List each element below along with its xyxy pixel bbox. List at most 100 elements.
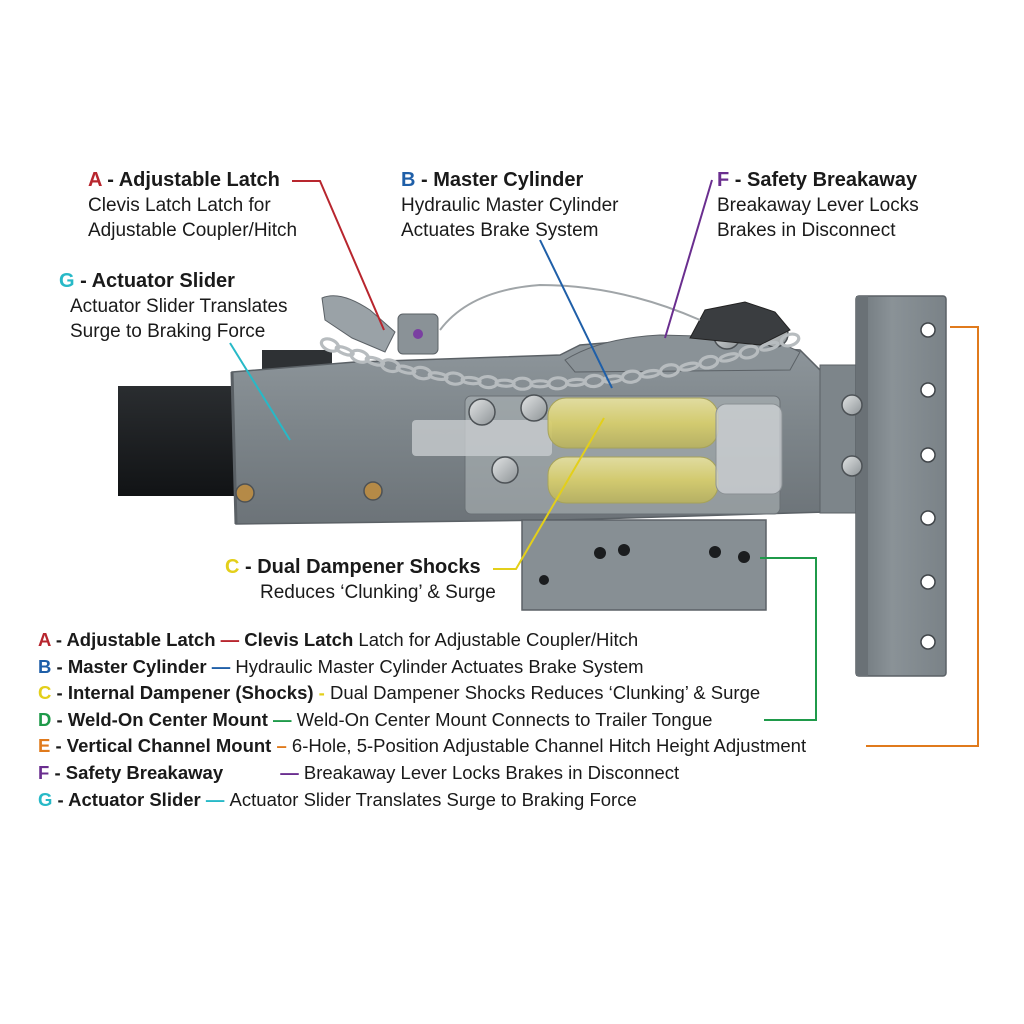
legend-dash-d: — <box>267 708 297 730</box>
callout-b-line-1: Hydraulic Master Cylinder <box>401 195 619 216</box>
callout-f-title: - Safety Breakaway <box>729 169 918 191</box>
legend-letter-d: D <box>38 708 52 730</box>
legend-dash-g: — <box>200 788 230 810</box>
chain-link <box>349 348 370 364</box>
mount-hole <box>709 546 721 558</box>
legend: A - Adjustable Latch — Clevis Latch Latc… <box>38 627 806 813</box>
callout-b: B - Master Cylinder Hydraulic Master Cyl… <box>401 168 619 243</box>
latch-pin <box>413 329 423 339</box>
callout-b-line-2: Actuates Brake System <box>401 220 599 241</box>
channel-hole <box>920 574 936 590</box>
channel-hole <box>920 322 936 338</box>
mount-hole <box>539 575 549 585</box>
leader-line-g <box>229 342 291 441</box>
mount-hole <box>618 544 630 556</box>
legend-letter-b: B <box>38 655 52 677</box>
legend-desc-f: Breakaway Lever Locks Brakes in Disconne… <box>303 761 680 783</box>
legend-name-e: - Vertical Channel Mount <box>50 735 272 757</box>
legend-dash-c: - <box>313 682 330 704</box>
chain-link <box>334 345 355 357</box>
bolt <box>235 483 255 503</box>
channel-holes <box>920 322 936 650</box>
dampener-shock-lower <box>547 456 719 504</box>
channel-hole <box>920 382 936 398</box>
legend-letter-g: G <box>38 788 53 810</box>
callout-g-line-1: Actuator Slider Translates <box>70 296 288 317</box>
bolt <box>363 481 383 501</box>
bolts <box>235 320 863 503</box>
legend-letter-c: C <box>38 682 52 704</box>
chain-link <box>678 361 700 372</box>
legend-row-b: B - Master Cylinder — Hydraulic Master C… <box>38 654 806 681</box>
mount-hole <box>594 547 606 559</box>
bolt <box>841 394 863 416</box>
chain-link <box>659 363 681 378</box>
callout-c-title: - Dual Dampener Shocks <box>239 556 481 578</box>
callout-f: F - Safety Breakaway Breakaway Lever Loc… <box>717 168 919 243</box>
housing-edge <box>230 371 238 525</box>
callout-b-letter: B <box>401 169 416 191</box>
leader-line-f <box>664 179 713 339</box>
leader-line-c <box>493 417 605 570</box>
legend-row-e: E - Vertical Channel Mount – 6-Hole, 5-P… <box>38 733 806 760</box>
legend-desc-d: Weld-On Center Mount Connects to Trailer… <box>296 708 713 730</box>
chain-link <box>319 337 341 353</box>
callout-a-letter: A <box>88 169 102 191</box>
safety-chain <box>319 332 801 391</box>
chain-link <box>779 332 801 348</box>
legend-name-c: - Internal Dampener (Shocks) <box>51 682 314 704</box>
chain-link <box>718 352 740 363</box>
bolt <box>468 398 496 426</box>
leader-line-b <box>539 239 613 389</box>
legend-name-b: - Master Cylinder <box>51 655 207 677</box>
legend-desc-e: 6-Hole, 5-Position Adjustable Channel Hi… <box>291 735 807 757</box>
channel-hole <box>920 510 936 526</box>
chain-link <box>759 340 780 352</box>
channel-hole <box>920 447 936 463</box>
chain-link <box>698 354 720 370</box>
vertical-channel-mount <box>855 295 947 677</box>
leader-line-d <box>760 557 817 721</box>
legend-dash-e: – <box>271 735 292 757</box>
legend-row-a: A - Adjustable Latch — Clevis Latch Latc… <box>38 627 806 654</box>
callout-b-title: - Master Cylinder <box>415 169 584 191</box>
bolt <box>491 456 519 484</box>
master-cylinder-cover <box>564 334 801 373</box>
legend-desc-a: Latch for Adjustable Coupler/Hitch <box>353 629 639 650</box>
chain-link <box>395 364 417 375</box>
callout-f-line-2: Brakes in Disconnect <box>717 220 896 241</box>
channel-hole <box>920 634 936 650</box>
dampener-shock-upper <box>547 397 719 449</box>
legend-dash-f: — <box>275 761 304 783</box>
channel-flange <box>856 296 868 676</box>
legend-row-d: D - Weld-On Center Mount — Weld-On Cente… <box>38 707 806 734</box>
callout-a-line-1: Clevis Latch Latch for <box>88 195 271 216</box>
legend-desc-c: Dual Dampener Shocks Reduces ‘Clunking’ … <box>329 682 761 704</box>
callout-g-line-2: Surge to Braking Force <box>70 321 266 342</box>
legend-name-d: - Weld-On Center Mount <box>51 708 268 730</box>
mount-holes <box>539 544 750 585</box>
legend-row-f: F - Safety Breakaway — Breakaway Lever L… <box>38 760 806 787</box>
legend-letter-a: A <box>38 629 51 650</box>
callout-g-title: - Actuator Slider <box>74 270 235 292</box>
callout-g-letter: G <box>59 270 75 292</box>
leader-line-a <box>292 180 385 331</box>
callout-f-line-1: Breakaway Lever Locks <box>717 195 919 216</box>
callout-c-line-1: Reduces ‘Clunking’ & Surge <box>260 582 496 603</box>
inner-tube <box>118 386 238 496</box>
chain-link <box>738 344 760 360</box>
weld-on-center-mount <box>521 519 767 611</box>
legend-letter-e: E <box>38 735 51 757</box>
chain-link <box>364 355 386 367</box>
bolt <box>520 394 548 422</box>
callout-a-line-2: Adjustable Coupler/Hitch <box>88 220 298 241</box>
breakaway-cable <box>439 283 701 331</box>
leader-line-e <box>866 326 979 747</box>
legend-row-g: G - Actuator Slider — Actuator Slider Tr… <box>38 787 806 814</box>
legend-row-c: C - Internal Dampener (Shocks) - Dual Da… <box>38 680 806 707</box>
callout-c-letter: C <box>225 556 240 578</box>
legend-desc-g: Actuator Slider Translates Surge to Brak… <box>229 788 637 810</box>
callout-a-title: - Adjustable Latch <box>101 169 280 191</box>
